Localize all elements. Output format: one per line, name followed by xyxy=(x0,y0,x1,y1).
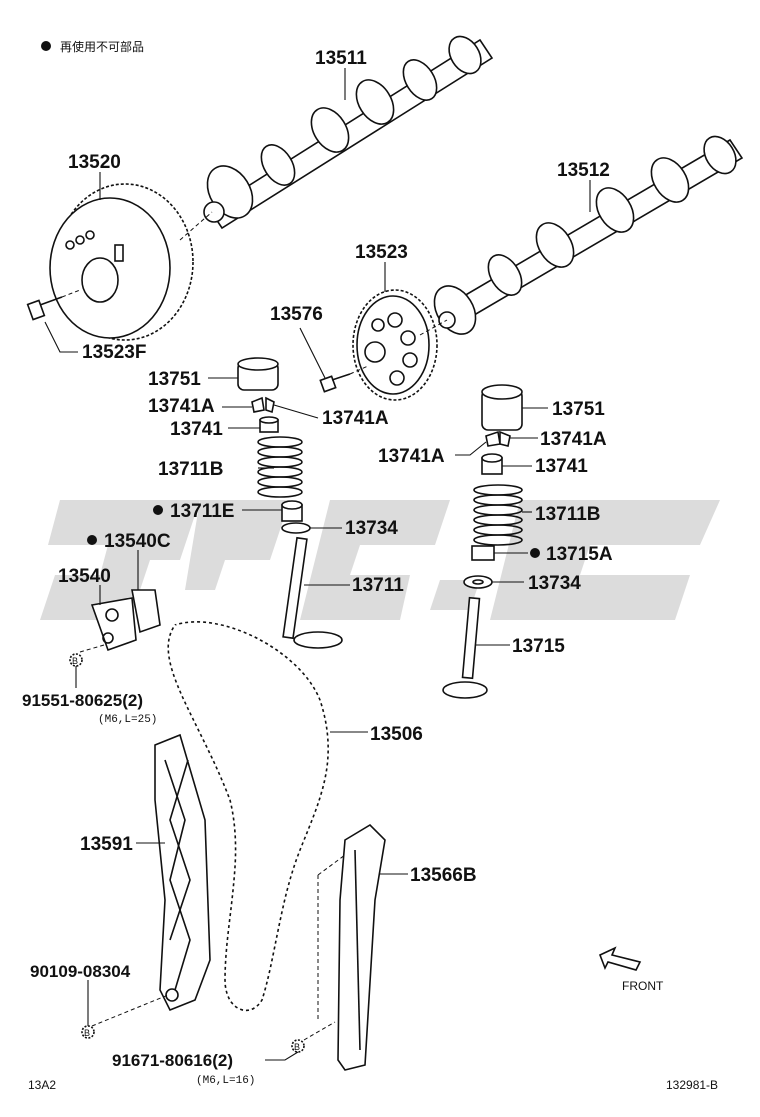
front-label: FRONT xyxy=(622,979,664,993)
label-91671-sub: (M6,L=16) xyxy=(196,1075,255,1087)
label-13523F: 13523F xyxy=(82,342,146,363)
label-13523: 13523 xyxy=(355,242,408,263)
label-13566B: 13566B xyxy=(410,865,477,886)
label-90109: 90109-08304 xyxy=(30,962,131,981)
nonreusable-bullet-13715A xyxy=(530,548,540,558)
label-91671: 91671-80616(2) xyxy=(112,1051,233,1070)
washer-13734-right xyxy=(463,575,493,589)
valve-lifter-13751-right xyxy=(481,384,523,431)
ref-b-label-1: B xyxy=(72,656,78,666)
chain-tensioner-13540 xyxy=(90,589,161,652)
ref-b-label-2: B xyxy=(84,1028,90,1038)
label-13511: 13511 xyxy=(315,48,367,69)
label-13540C: 13540C xyxy=(104,531,171,552)
label-13506: 13506 xyxy=(370,724,423,745)
label-91551-sub: (M6,L=25) xyxy=(98,714,157,726)
label-91551: 91551-80625(2) xyxy=(22,691,143,710)
label-13741A-2: 13741A xyxy=(322,408,389,429)
footer-left: 13A2 xyxy=(28,1078,56,1092)
label-13512: 13512 xyxy=(557,160,610,181)
legend-bullet-icon xyxy=(41,41,51,51)
ref-b-icon-1 xyxy=(69,653,83,667)
label-13540: 13540 xyxy=(58,566,111,587)
camshaft-13512 xyxy=(433,135,744,335)
chain-guide-13566B xyxy=(337,823,386,1071)
valve-seal-13711E xyxy=(281,500,303,522)
label-13751-right: 13751 xyxy=(552,399,605,420)
bolt-13576 xyxy=(319,373,351,393)
chain-slipper-13591 xyxy=(154,733,211,1012)
label-13734-left: 13734 xyxy=(345,518,398,539)
label-13520: 13520 xyxy=(68,152,121,173)
nonreusable-bullet-13711E xyxy=(153,505,163,515)
label-13711B-right: 13711B xyxy=(535,504,601,525)
bolt-13523F xyxy=(26,296,63,321)
camshaft-13511 xyxy=(203,35,494,230)
valve-retainer-13741-left xyxy=(259,416,279,433)
label-13741-left: 13741 xyxy=(170,419,223,440)
ref-b-icon-3 xyxy=(291,1039,305,1053)
label-13741-right: 13741 xyxy=(535,456,588,477)
label-13576: 13576 xyxy=(270,304,323,325)
label-13734-right: 13734 xyxy=(528,573,581,594)
ref-b-label-3: B xyxy=(294,1042,300,1052)
valve-retainer-13741-right xyxy=(481,453,503,475)
valve-spring-13711B-right xyxy=(473,484,523,546)
label-13715: 13715 xyxy=(512,636,565,657)
cam-sprocket-13523 xyxy=(352,289,438,401)
front-arrow-icon xyxy=(598,946,642,971)
valve-seal-13715A xyxy=(471,545,495,561)
valve-keeper-13741A-right xyxy=(485,430,511,447)
valve-13711 xyxy=(282,536,343,649)
legend-text: 再使用不可部品 xyxy=(60,39,144,54)
valve-13715 xyxy=(442,596,488,699)
label-13741A-4: 13741A xyxy=(378,446,445,467)
label-13741A-3: 13741A xyxy=(540,429,607,450)
label-13715A: 13715A xyxy=(546,544,613,565)
ref-b-icon-2 xyxy=(81,1025,95,1039)
label-13591: 13591 xyxy=(80,834,133,855)
label-13711B-left: 13711B xyxy=(158,459,224,480)
valve-keeper-13741A-left xyxy=(251,396,275,414)
footer-right: 132981-B xyxy=(666,1078,718,1092)
valve-lifter-13751-left xyxy=(237,357,279,391)
label-13751-left: 13751 xyxy=(148,369,201,390)
timing-chain-13506 xyxy=(165,619,331,1013)
label-13741A-1: 13741A xyxy=(148,396,215,417)
washer-13734-left xyxy=(281,522,311,534)
nonreusable-bullet-13540C xyxy=(87,535,97,545)
valve-spring-13711B-left xyxy=(257,436,303,498)
label-13711E: 13711E xyxy=(170,501,234,522)
label-13711: 13711 xyxy=(352,575,404,596)
vvt-gear-13520 xyxy=(49,183,194,341)
watermark-logo xyxy=(40,500,720,620)
